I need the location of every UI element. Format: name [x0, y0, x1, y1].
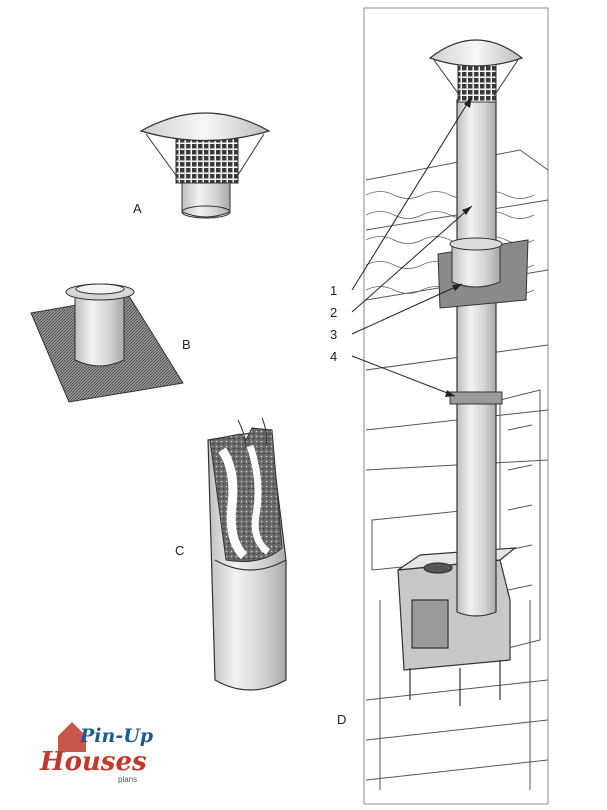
label-c: C: [175, 543, 184, 558]
leader-lines: [351, 95, 473, 397]
part-c-insulated-pipe: [207, 417, 287, 691]
callout-3: 3: [330, 327, 337, 342]
label-a: A: [133, 201, 142, 216]
part-a-chimney-cap: [139, 112, 271, 219]
callout-4: 4: [330, 349, 337, 364]
house-icon: [58, 722, 86, 752]
callout-1: 1: [330, 283, 337, 298]
part-b-roof-flashing: [30, 283, 184, 403]
logo-line1: Pin-Up: [79, 725, 154, 747]
arrow-heads: [445, 96, 472, 397]
logo-line3: plans: [118, 775, 137, 784]
label-b: B: [182, 337, 191, 352]
pin-up-houses-logo: Pin-Up Houses plans: [39, 722, 154, 784]
chimney-pipe: [428, 39, 529, 617]
callout-2: 2: [330, 305, 337, 320]
part-d-installed-system: [351, 7, 549, 805]
logo-line2: Houses: [39, 747, 147, 777]
house-structure: [365, 149, 549, 790]
label-d: D: [337, 712, 346, 727]
